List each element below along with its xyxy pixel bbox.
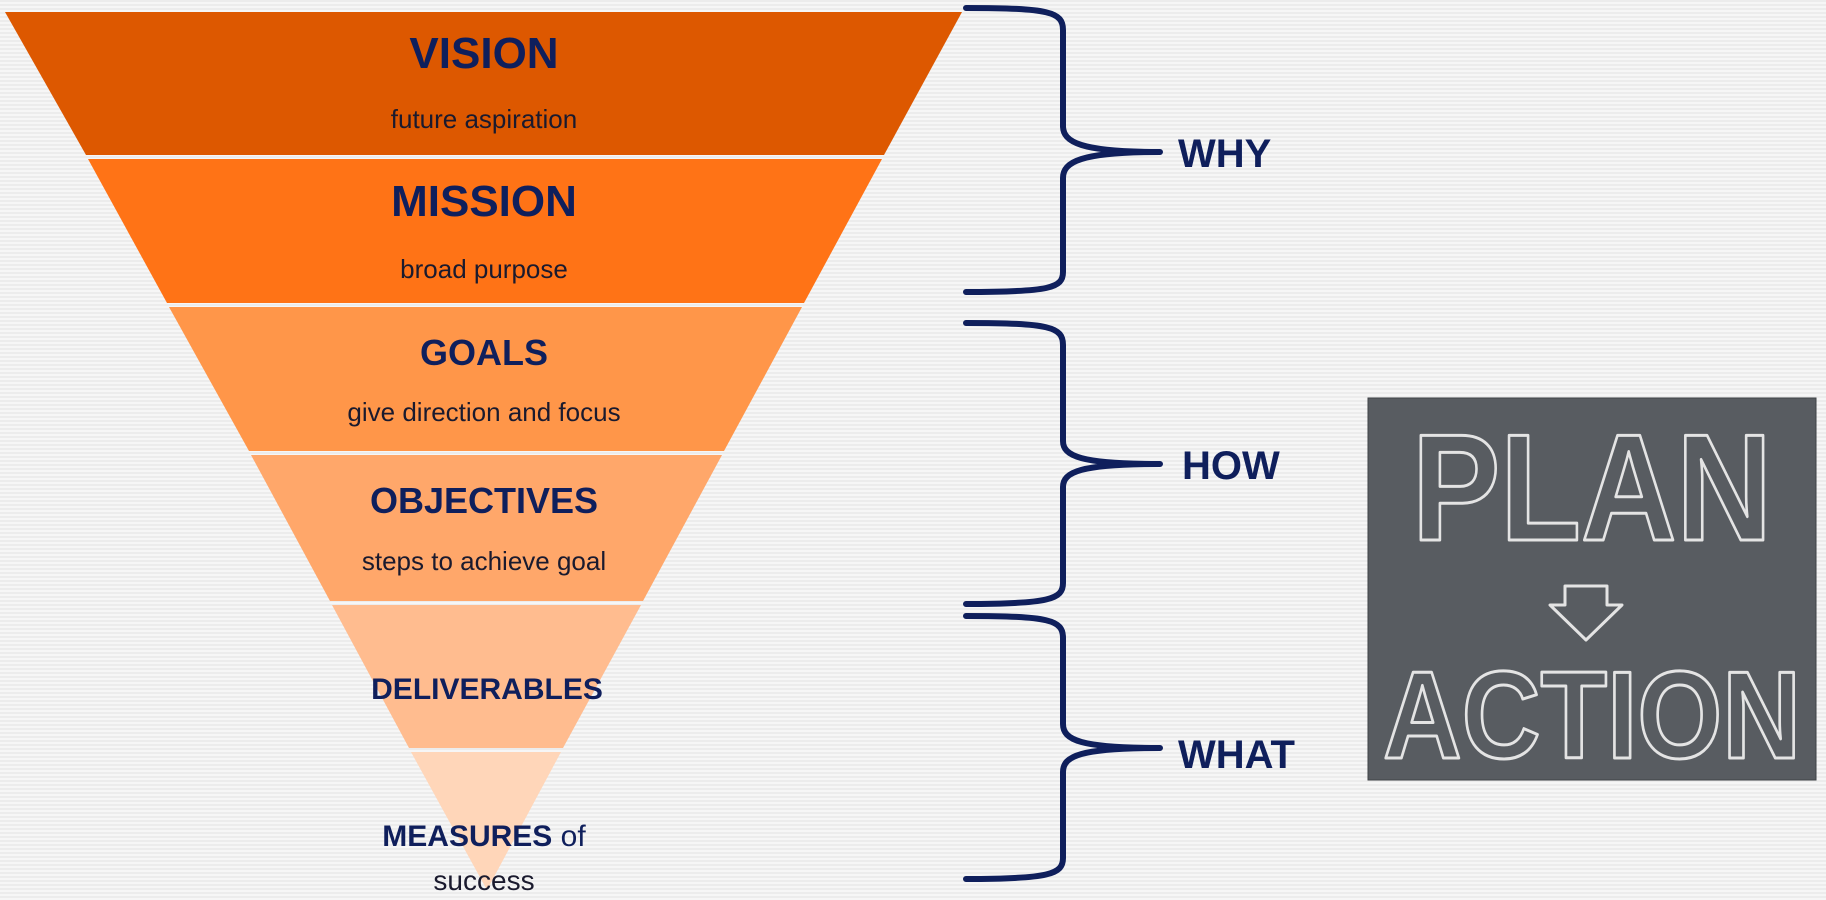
pyramid-band-goals (169, 307, 802, 451)
brace-label-what: WHAT (1178, 733, 1295, 777)
brace-label-how: HOW (1182, 444, 1280, 488)
pyramid: VISION future aspiration MISSION broad p… (5, 12, 962, 896)
pyramid-band-measures (411, 752, 561, 890)
brace-how (963, 320, 1163, 607)
arrow-down-icon (1548, 584, 1624, 642)
pyramid-band-mission (88, 159, 882, 303)
chalkboard-background (1367, 397, 1817, 781)
brace-why (963, 5, 1163, 295)
brace-label-why: WHY (1178, 132, 1272, 176)
measures-title-suffix: of (552, 820, 586, 853)
chalkboard-shade (1368, 398, 1816, 780)
braces: WHY HOW WHAT (963, 5, 1295, 882)
plan-action-chalkboard-image: PLAN ACTION (1367, 397, 1817, 787)
pyramid-band-vision (5, 12, 962, 155)
brace-what (963, 613, 1163, 882)
level-title-objectives: OBJECTIVES (370, 480, 598, 521)
measures-title: MEASURES (382, 820, 552, 853)
pyramid-band-objectives (251, 455, 722, 601)
level-title-goals: GOALS (420, 332, 548, 373)
chalk-word-action: ACTION (1383, 647, 1801, 785)
level-title-measures: MEASURES of (382, 820, 586, 853)
level-subtitle-measures: success (433, 865, 534, 896)
level-subtitle-vision: future aspiration (391, 104, 577, 134)
pyramid-band-deliverables (332, 605, 641, 748)
level-title-vision: VISION (409, 29, 558, 78)
level-title-deliverables: DELIVERABLES (371, 673, 603, 706)
level-subtitle-goals: give direction and focus (347, 397, 620, 427)
level-subtitle-mission: broad purpose (400, 254, 568, 284)
level-title-mission: MISSION (391, 177, 577, 226)
chalk-word-plan: PLAN (1412, 403, 1772, 573)
level-subtitle-objectives: steps to achieve goal (362, 546, 606, 576)
